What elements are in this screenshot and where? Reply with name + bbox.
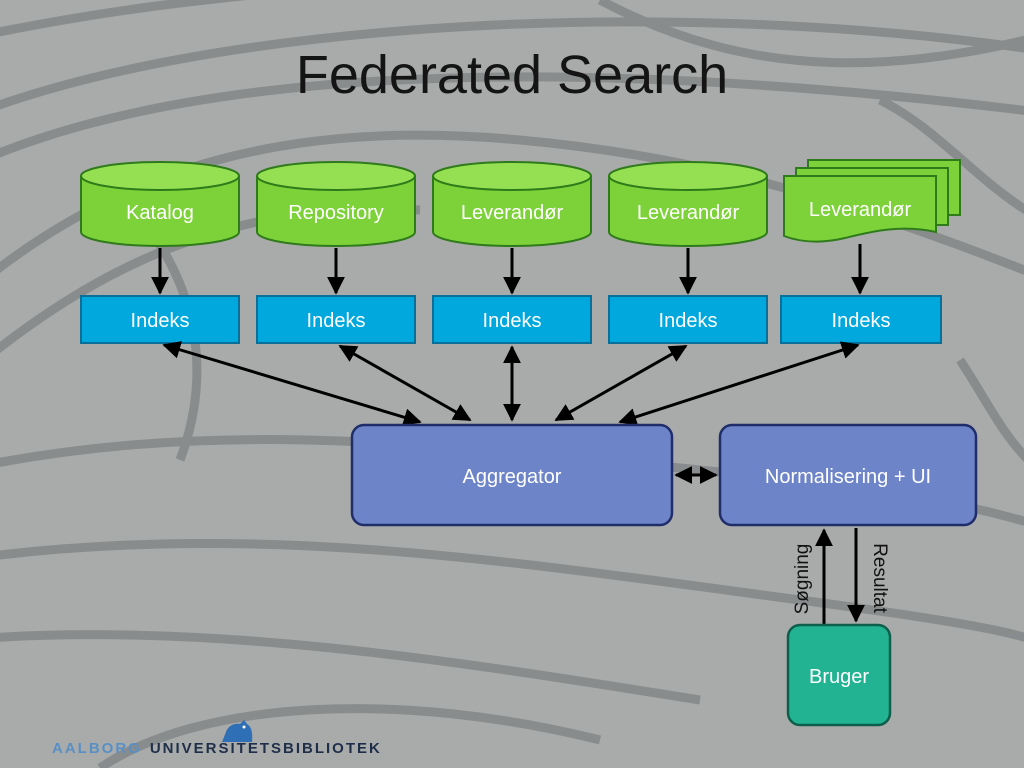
user-box: Bruger [786,623,892,727]
index-2: Indeks [256,295,416,344]
arrow-index-4-aggregator [554,344,688,422]
aggregator-label: Aggregator [463,466,562,488]
index-2-label: Indeks [307,310,366,332]
normalizer-label: Normalisering + UI [765,466,931,488]
normalizer-box: Normalisering + UI [718,423,978,527]
index-1: Indeks [80,295,240,344]
source-leverandor-1: Leverandør [432,161,592,247]
source-katalog-label: Katalog [126,202,194,224]
source-leverandor-multi-label: Leverandør [809,199,912,221]
arrow-index-5-aggregator [618,341,860,426]
arrow-index-2-aggregator [338,344,472,422]
logo-text-universitetsbibliotek: UNIVERSITETSBIBLIOTEK [149,739,382,757]
page-title: Federated Search [295,45,729,105]
source-leverandor-2-label: Leverandør [637,202,740,224]
user-label: Bruger [809,666,869,688]
source-leverandor-2: Leverandør [608,161,768,247]
source-leverandor-1-label: Leverandør [461,202,564,224]
arrow-index-1-aggregator [162,341,422,426]
source-leverandor-multi: Leverandør [783,159,961,243]
index-3: Indeks [432,295,592,344]
source-katalog: Katalog [80,161,240,247]
bear-logo-icon [222,720,253,742]
index-4-label: Indeks [659,310,718,332]
index-5-label: Indeks [832,310,891,332]
source-repository-label: Repository [288,202,384,224]
index-4: Indeks [608,295,768,344]
footer-logo: AALBORG UNIVERSITETSBIBLIOTEK [52,720,382,760]
source-repository: Repository [256,161,416,247]
index-1-label: Indeks [131,310,190,332]
result-label: Resultat [869,543,890,613]
search-label: Søgning [792,544,813,615]
index-3-label: Indeks [483,310,542,332]
logo-text-aalborg: AALBORG [52,739,142,757]
aggregator-box: Aggregator [350,423,674,527]
index-5: Indeks [780,295,942,344]
